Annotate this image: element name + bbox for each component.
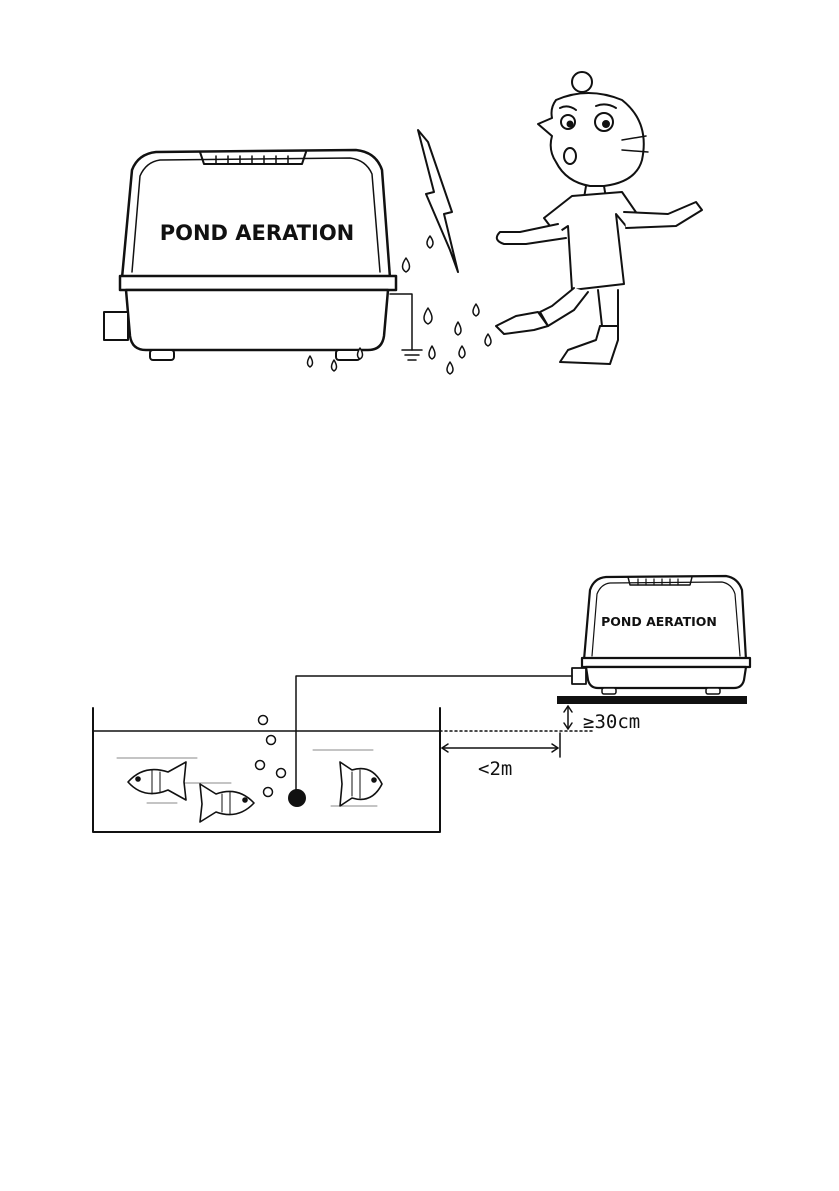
fish-2 xyxy=(200,784,254,822)
ground-wire xyxy=(390,294,422,360)
top-figure: POND AERATION xyxy=(104,72,702,374)
bubbles xyxy=(256,716,286,797)
lightning-bolt xyxy=(418,130,458,272)
fish-1 xyxy=(128,762,186,800)
distance-label: <2m xyxy=(478,758,512,780)
pump-label-top: POND AERATION xyxy=(160,221,355,245)
fish-3 xyxy=(340,762,382,806)
distance-dimension xyxy=(442,733,560,757)
pump-bottom: POND AERATION xyxy=(572,576,750,694)
bottom-figure: POND AERATION xyxy=(93,576,750,832)
height-dimension xyxy=(564,706,572,729)
pump-shelf xyxy=(557,696,747,704)
air-stone xyxy=(288,789,306,807)
cartoon-person xyxy=(496,72,702,364)
pump-label-bottom: POND AERATION xyxy=(601,614,717,629)
height-label: ≥30cm xyxy=(583,711,640,733)
pump-top: POND AERATION xyxy=(104,150,396,360)
air-tube xyxy=(296,676,572,796)
